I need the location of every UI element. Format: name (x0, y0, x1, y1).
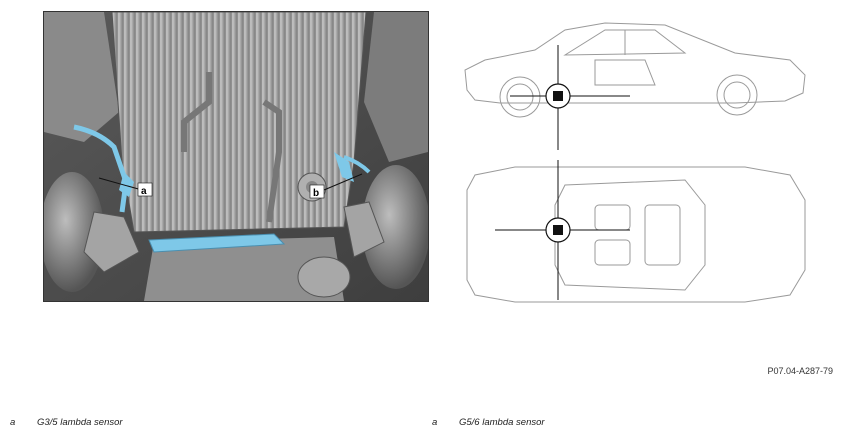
right-sensor-connector (334, 152, 354, 182)
right-bracket (343, 201, 385, 258)
lower-cylinder (297, 256, 351, 298)
callout-a-box (137, 182, 153, 197)
pan-rib-right (262, 99, 282, 223)
vehicle-diagram-svg (464, 22, 806, 303)
callout-a-label: a (141, 186, 147, 197)
right-catalytic-converter (362, 165, 428, 289)
left-bracket (83, 211, 140, 273)
oil-pan (111, 12, 367, 233)
side-marker-square (553, 91, 563, 101)
car-side-view (464, 22, 806, 118)
pan-rib-left (181, 72, 212, 152)
left-body-panel (44, 12, 119, 142)
right-body-panel (364, 12, 428, 162)
top-marker-square (553, 225, 563, 235)
legend-item-right: a G5/6 lambda sensor (432, 417, 545, 428)
callout-a-line (98, 177, 143, 191)
engine-drawing: a b (44, 12, 428, 301)
legend-text: G5/6 lambda sensor (459, 417, 545, 428)
callout-b-box (309, 184, 325, 199)
legend-text: G3/5 lambda sensor (37, 417, 123, 428)
legend-item-left: a G3/5 lambda sensor (10, 417, 123, 428)
car-top-view (466, 166, 806, 303)
legend-key: a (10, 417, 16, 428)
left-sensor-wiring (73, 124, 129, 213)
left-catalytic-converter (44, 172, 104, 292)
legend-key: a (432, 417, 438, 428)
figure-reference-code: P07.04-A287-79 (767, 366, 833, 376)
lower-housing (144, 237, 344, 301)
callout-b-line (323, 173, 363, 191)
right-sensor-wiring (343, 155, 371, 174)
vehicle-location-diagrams (455, 15, 820, 305)
left-sensor-connector (119, 172, 134, 197)
engine-underside-illustration: a b (43, 11, 429, 302)
callout-b-label: b (313, 188, 319, 199)
front-wiring-harness (148, 233, 286, 253)
